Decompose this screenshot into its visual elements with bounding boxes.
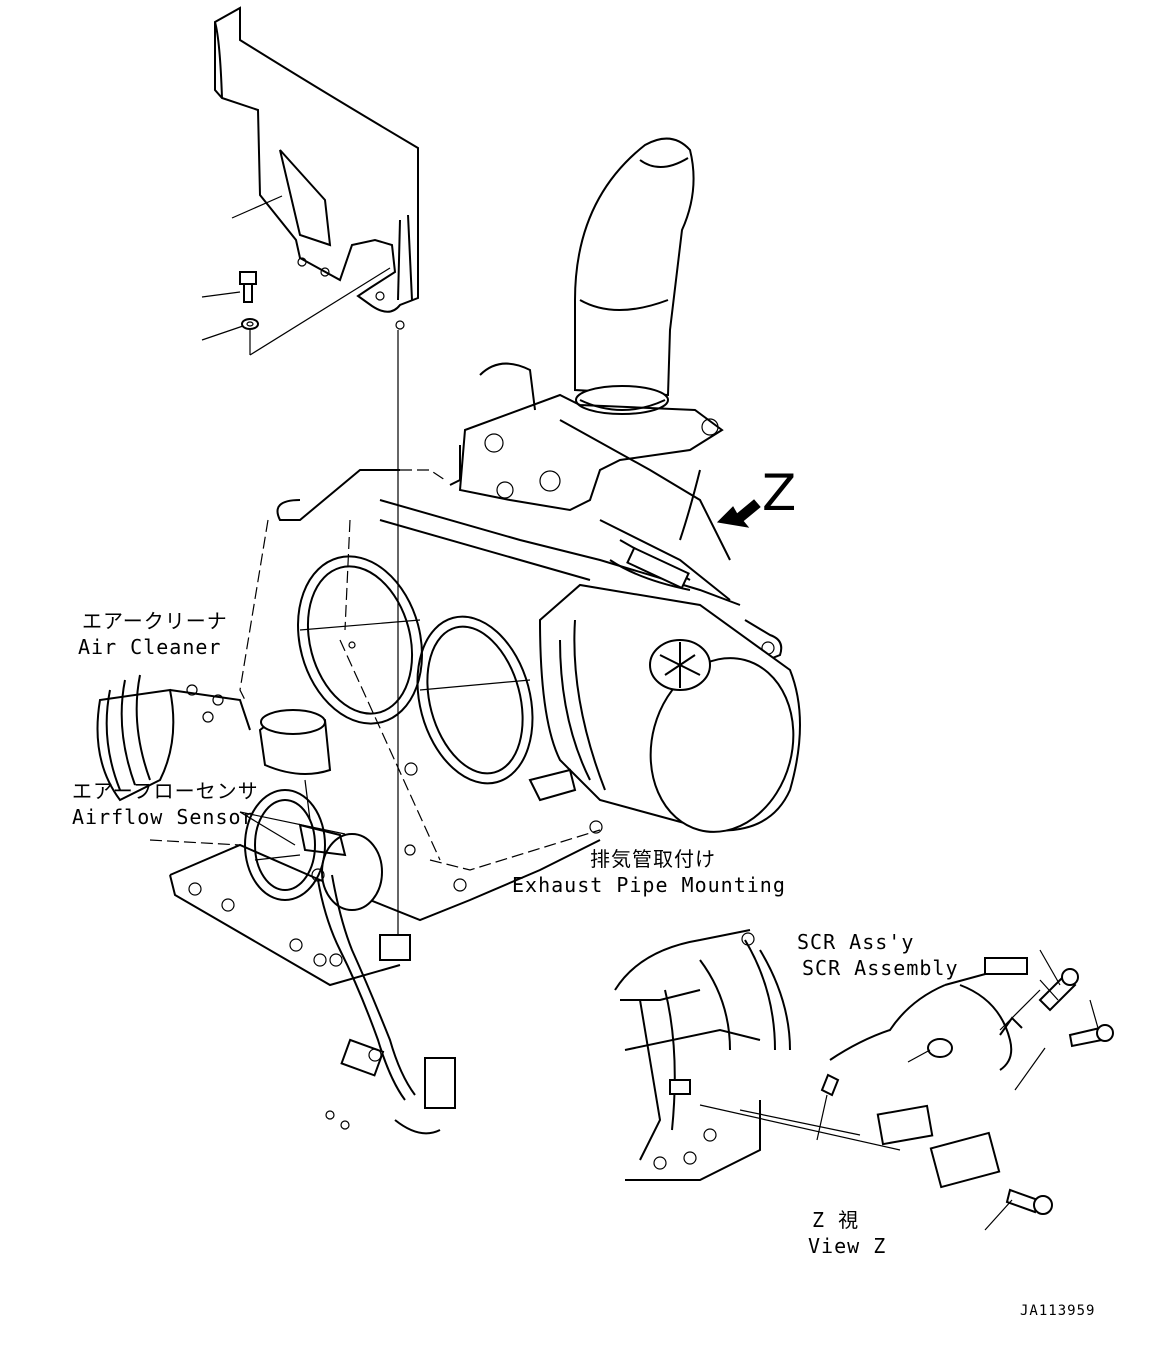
base-plate xyxy=(149,762,603,987)
scr-sensor-parts xyxy=(816,957,1114,1215)
bolt xyxy=(239,271,257,303)
exhaust-pipe-label-en: Exhaust Pipe Mounting xyxy=(512,873,786,897)
washer xyxy=(241,318,259,330)
air-cleaner-label-en: Air Cleaner xyxy=(78,635,222,659)
exhaust-pipe xyxy=(574,137,695,415)
exhaust-pipe-label-jp: 排気管取付け xyxy=(590,847,716,871)
heat-shield-cover xyxy=(214,6,419,330)
scr-assy-label-jp: SCR Ass'y xyxy=(797,930,915,954)
scr-assembly-label-en: SCR Assembly xyxy=(802,956,959,980)
airflow-sensor-label-en: Airflow Sensor xyxy=(72,805,255,829)
view-z-marker: Z xyxy=(762,464,797,522)
view-z-arrow xyxy=(716,499,761,528)
view-z-label-jp: Z 視 xyxy=(812,1208,860,1232)
air-cleaner-label-jp: エアークリーナ xyxy=(82,609,228,633)
airflow-sensor-label-jp: エアーフローセンサ xyxy=(72,779,259,803)
airflow-sensor-unit xyxy=(244,779,383,911)
air-cleaner-rings xyxy=(297,555,534,785)
intake-hose xyxy=(96,674,332,802)
muffler-drum xyxy=(538,583,801,833)
drawing-code: JA113959 xyxy=(1020,1303,1096,1319)
view-z-inset xyxy=(614,929,901,1181)
view-z-label-en: View Z xyxy=(808,1234,887,1258)
wiring-harness xyxy=(313,874,456,1135)
engine-frame xyxy=(239,362,783,871)
